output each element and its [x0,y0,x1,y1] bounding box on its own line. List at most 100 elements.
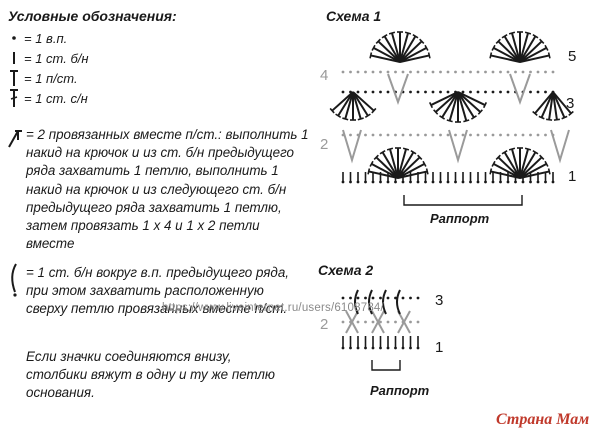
chain-stitch [394,320,397,324]
chain-stitch [364,296,367,300]
double-crochet-stitch [519,54,550,63]
double-crochet-stitch [371,162,399,179]
chain-stitch [521,133,525,137]
scheme2-chart [341,289,420,371]
sc-around-chain-stitch [396,289,401,315]
chain-stitch [469,133,472,137]
double-crochet-stitch [493,162,521,179]
chain-stitch [349,133,352,137]
chain-stitch [371,320,375,324]
scheme1-repeat-label: Раппорт [430,211,490,226]
chain-stitch [461,70,465,74]
double-crochet-stitch [381,151,399,179]
double-crochet-stitch [519,46,547,63]
stitch-top-bar [532,150,539,155]
stitch-top-bar [422,160,427,167]
chain-stitch [356,296,360,300]
stitch-top-bar [369,52,373,59]
chain-stitch [484,70,487,74]
double-crochet-stitch [490,54,521,63]
chain-stitch-dot-icon [8,28,24,48]
stitch-top-bar [489,168,493,175]
double-crochet-stitch [373,46,401,63]
chain-stitch [431,90,435,94]
sc-around-chain-stitch [382,289,387,315]
double-crochet-stitch [519,40,543,63]
stitch-top-bar [419,38,425,45]
scheme1-row-label-5: 5 [568,48,576,65]
double-crochet-stitch [534,91,554,115]
chain-stitch [394,70,397,74]
stitch-top-bar [381,34,388,39]
double-crochet-stitch [519,162,547,179]
double-crochet-stitch [552,91,572,115]
stitch-top-bar [544,160,549,167]
legend-row-chain: = 1 в.п. [8,28,308,48]
chain-stitch [341,70,345,74]
stitch-top-bar [477,109,483,115]
chain-stitch [514,133,517,137]
scheme1-row-label-2: 2 [320,136,328,153]
double-crochet-stitch [389,148,399,179]
stitch-top-bar [335,113,342,118]
double-crochet-stitch [352,91,375,112]
double-crochet-stitch [397,156,421,179]
double-crochet-stitch [519,151,537,179]
chain-stitch [379,133,382,137]
double-crochet-stitch [519,156,543,179]
sc-around-chain-stitch [354,289,359,315]
stitch-top-bar [538,115,545,120]
stitch-top-bar [412,34,419,39]
double-crochet-stitch [511,148,521,179]
stitch-top-bar [357,117,364,121]
stitch-top-bar [547,52,551,59]
stitch-top-bar [371,107,377,114]
chain-stitch [499,133,502,137]
stitch-top-bar [501,34,508,39]
chain-stitch [469,90,472,94]
stitch-top-bar [544,44,549,51]
chain-stitch [424,70,427,74]
double-crochet-stitch [519,170,550,179]
chain-stitch [529,90,532,94]
chain-stitch [349,70,352,74]
chain-stitch [506,70,510,74]
stitch-top-bar [386,147,394,151]
double-crochet-stitch [375,156,399,179]
stitch-top-bar [375,38,381,45]
stitch-top-bar [491,160,496,167]
double-crochet-stitch [448,91,459,122]
stitch-top-bar [495,154,501,161]
chain-stitch [416,296,420,300]
double-crochet-stitch [368,170,399,179]
double-crochet-stitch [548,91,554,120]
chain-stitch [349,296,352,300]
chain-stitch [349,90,352,94]
chain-stitch [416,90,420,94]
chain-stitch [491,90,495,94]
chain-stitch [341,296,345,300]
chain-stitch [371,296,375,300]
double-crochet-stitch [331,91,354,112]
chain-stitch [431,70,435,74]
scheme1-chart [329,31,574,206]
chain-stitch [476,70,480,74]
stitch-top-bar [439,115,446,120]
stitch-top-bar [342,117,349,121]
chain-stitch [476,90,480,94]
stitch-top-bar [482,102,488,109]
stitch-top-bar [495,38,501,45]
stitch-top-bar [524,147,532,151]
hdc-stitch [397,310,411,334]
stitch-top-bar [367,168,371,175]
chain-stitch [371,70,375,74]
double-crochet-stitch [490,170,521,179]
chain-stitch [394,133,397,137]
chain-stitch [416,320,420,324]
decrease-description: = 2 провязанных вместе п/ст.: выполнить … [26,127,309,252]
stitch-top-bar [501,150,508,155]
chain-stitch [439,133,442,137]
chain-stitch [544,70,547,74]
chain-stitch [536,90,540,94]
chain-stitch [409,320,412,324]
